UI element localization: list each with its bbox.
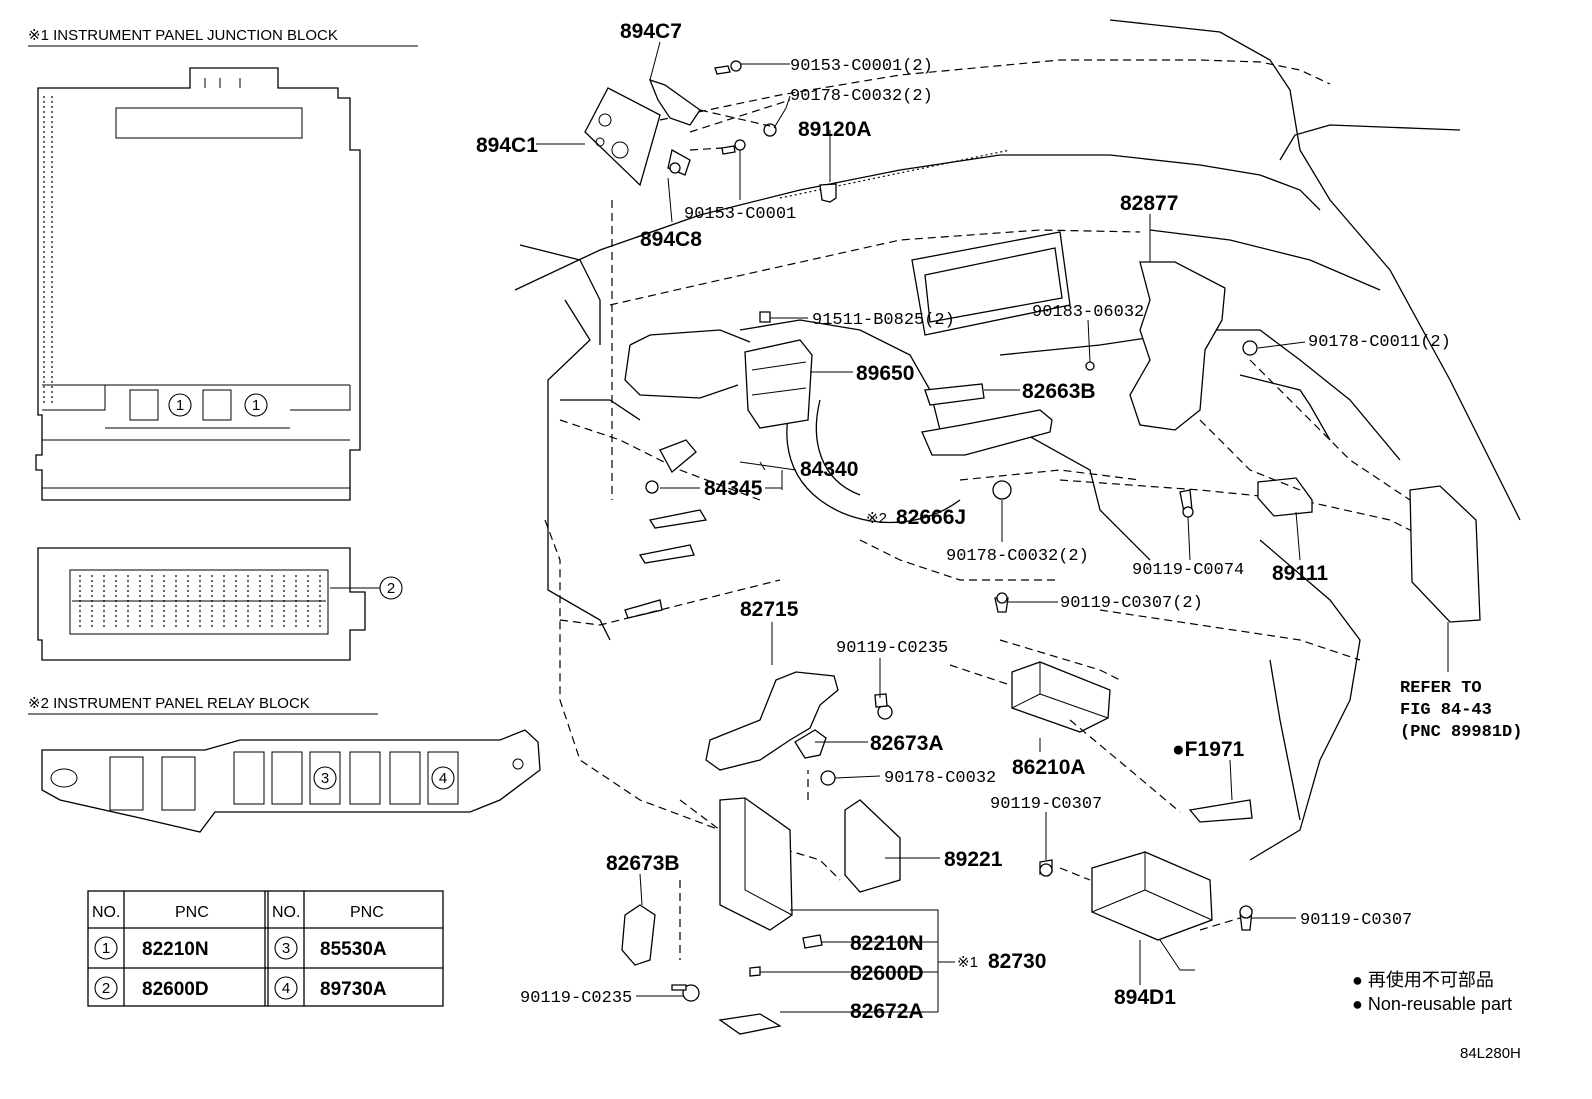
dashboard-outline [514, 19, 1521, 881]
label-82715: 82715 [740, 598, 799, 621]
label-84345: 84345 [704, 477, 763, 500]
label-82730-prefix: ※1 [957, 954, 978, 971]
relay-block-title: ※2 INSTRUMENT PANEL RELAY BLOCK [28, 695, 310, 712]
label-90153-C0001: 90153-C0001 [684, 205, 796, 224]
label-90119-C0235-bottom: 90119-C0235 [520, 989, 632, 1008]
label-90119-C0235-top: 90119-C0235 [836, 639, 948, 658]
table-row-2-no: 2 [102, 980, 110, 997]
label-82210N: 82210N [850, 932, 924, 955]
label-894C1: 894C1 [476, 134, 538, 157]
label-894D1: 894D1 [1114, 986, 1176, 1009]
marker-1b: 1 [252, 397, 260, 414]
legend-en: ● Non-reusable part [1352, 994, 1512, 1014]
label-90178-C0032-2-top: 90178-C0032(2) [790, 87, 933, 106]
label-82666J-prefix: ※2 [866, 510, 887, 527]
junction-block-title: ※1 INSTRUMENT PANEL JUNCTION BLOCK [28, 27, 338, 44]
table-header-no-2: NO. [272, 904, 300, 921]
label-91511-B0825-2: 91511-B0825(2) [812, 311, 955, 330]
label-90119-C0307-bottom: 90119-C0307 [1300, 911, 1412, 930]
label-89111: 89111 [1272, 562, 1328, 585]
refer-note: REFER TO FIG 84-43 (PNC 89981D) [1400, 622, 1522, 742]
label-89120A: 89120A [798, 118, 872, 141]
label-82673A: 82673A [870, 732, 944, 755]
label-90178-C0032: 90178-C0032 [884, 769, 996, 788]
leader-lines [536, 41, 1411, 1013]
table-header-no: NO. [92, 904, 120, 921]
table-row-2-pnc-2: 89730A [320, 979, 387, 1000]
label-89221: 89221 [944, 848, 1003, 871]
legend: ● 再使用不可部品 ● Non-reusable part [1352, 970, 1512, 1014]
label-90119-C0307-2: 90119-C0307(2) [1060, 594, 1203, 613]
refer-line-3: (PNC 89981D) [1400, 723, 1522, 742]
label-82672A: 82672A [850, 1000, 924, 1023]
label-89650: 89650 [856, 362, 914, 385]
table-row-1-pnc: 82210N [142, 939, 209, 960]
table-header-pnc: PNC [175, 904, 209, 921]
pnc-table: NO. PNC NO. PNC 1 82210N 3 85530A 2 8260… [87, 890, 444, 1007]
junction-block-fuse-side: 2 [37, 547, 403, 661]
label-90119-C0074: 90119-C0074 [1132, 561, 1244, 580]
table-row-2-pnc: 82600D [142, 979, 209, 1000]
label-82877: 82877 [1120, 192, 1178, 215]
label-82663B: 82663B [1022, 380, 1096, 403]
marker-1a: 1 [176, 397, 184, 414]
label-82666J: 82666J [896, 506, 966, 529]
label-86210A: 86210A [1012, 756, 1086, 779]
refer-line-1: REFER TO [1400, 679, 1482, 698]
label-894C8: 894C8 [640, 228, 702, 251]
label-90153-C0001-2: 90153-C0001(2) [790, 57, 933, 76]
label-90119-C0307-mid: 90119-C0307 [990, 795, 1102, 814]
label-F1971: ●F1971 [1172, 738, 1245, 761]
label-90183-06032: 90183-06032 [1032, 303, 1144, 322]
label-90178-C0011-2: 90178-C0011(2) [1308, 333, 1451, 352]
table-row-2-no-2: 4 [282, 980, 290, 997]
junction-block-section: ※1 INSTRUMENT PANEL JUNCTION BLOCK 1 1 [28, 27, 418, 661]
marker-2: 2 [387, 580, 395, 597]
label-90178-C0032-2-mid: 90178-C0032(2) [946, 547, 1089, 566]
marker-3: 3 [321, 770, 329, 787]
refer-line-2: FIG 84-43 [1400, 701, 1492, 720]
legend-jp: ● 再使用不可部品 [1352, 970, 1494, 990]
label-82730: 82730 [988, 950, 1046, 973]
marker-4: 4 [439, 770, 447, 787]
table-row-1-no: 1 [102, 940, 110, 957]
table-header-pnc-2: PNC [350, 904, 384, 921]
label-82600D: 82600D [850, 962, 924, 985]
label-82673B: 82673B [606, 852, 680, 875]
part-labels: 894C7 894C1 894C8 90153-C0001(2) 90178-C… [476, 20, 1451, 1023]
label-84340: 84340 [800, 458, 858, 481]
part-shapes [584, 60, 1481, 1035]
figure-code: 84L280H [1460, 1045, 1521, 1062]
label-894C7: 894C7 [620, 20, 682, 43]
table-row-1-pnc-2: 85530A [320, 939, 387, 960]
table-row-1-no-2: 3 [282, 940, 290, 957]
junction-block-drawing: 1 1 [35, 67, 361, 501]
relay-block-section: ※2 INSTRUMENT PANEL RELAY BLOCK 3 4 [28, 695, 541, 833]
